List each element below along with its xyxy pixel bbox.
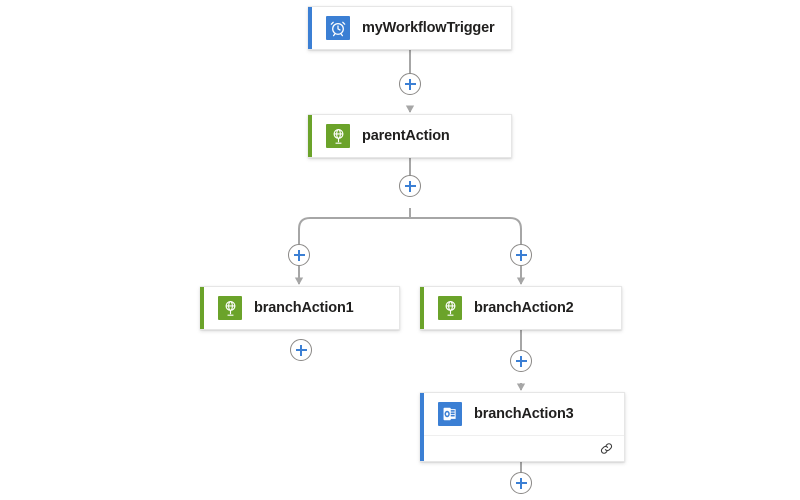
http-globe-icon (438, 296, 462, 320)
add-step-button-branch-right[interactable] (510, 244, 532, 266)
workflow-node-branchaction2[interactable]: branchAction2 (420, 286, 622, 330)
node-accent-bar (308, 7, 312, 49)
node-accent-bar (308, 115, 312, 157)
workflow-node-myworkflowtrigger[interactable]: myWorkflowTrigger (308, 6, 512, 50)
add-step-button-after-branchaction1[interactable] (290, 339, 312, 361)
http-globe-icon (326, 124, 350, 148)
node-accent-bar (200, 287, 204, 329)
node-header: parentAction (308, 115, 511, 157)
add-step-button-after-branchaction3[interactable] (510, 472, 532, 494)
node-title: myWorkflowTrigger (362, 20, 495, 36)
alarm-clock-icon (326, 16, 350, 40)
workflow-node-branchaction3[interactable]: branchAction3 (420, 392, 625, 462)
add-step-button-branch-left[interactable] (288, 244, 310, 266)
edge-fork-left (298, 217, 410, 244)
node-header: branchAction3 (420, 393, 624, 435)
edge-fork-right (410, 217, 522, 244)
add-step-button-after-parentaction[interactable] (399, 175, 421, 197)
node-accent-bar (420, 393, 424, 461)
office365-outlook-icon (438, 402, 462, 426)
node-header: branchAction2 (420, 287, 621, 329)
add-step-button-after-branchaction2[interactable] (510, 350, 532, 372)
workflow-node-parentaction[interactable]: parentAction (308, 114, 512, 158)
add-step-button-after-trigger[interactable] (399, 73, 421, 95)
node-title: parentAction (362, 128, 450, 144)
node-header: myWorkflowTrigger (308, 7, 511, 49)
link-chain-icon[interactable] (598, 441, 614, 457)
http-globe-icon (218, 296, 242, 320)
node-title: branchAction2 (474, 300, 574, 316)
node-header: branchAction1 (200, 287, 399, 329)
workflow-node-branchaction1[interactable]: branchAction1 (200, 286, 400, 330)
node-footer (424, 435, 624, 461)
node-accent-bar (420, 287, 424, 329)
node-title: branchAction1 (254, 300, 354, 316)
node-title: branchAction3 (474, 406, 574, 422)
